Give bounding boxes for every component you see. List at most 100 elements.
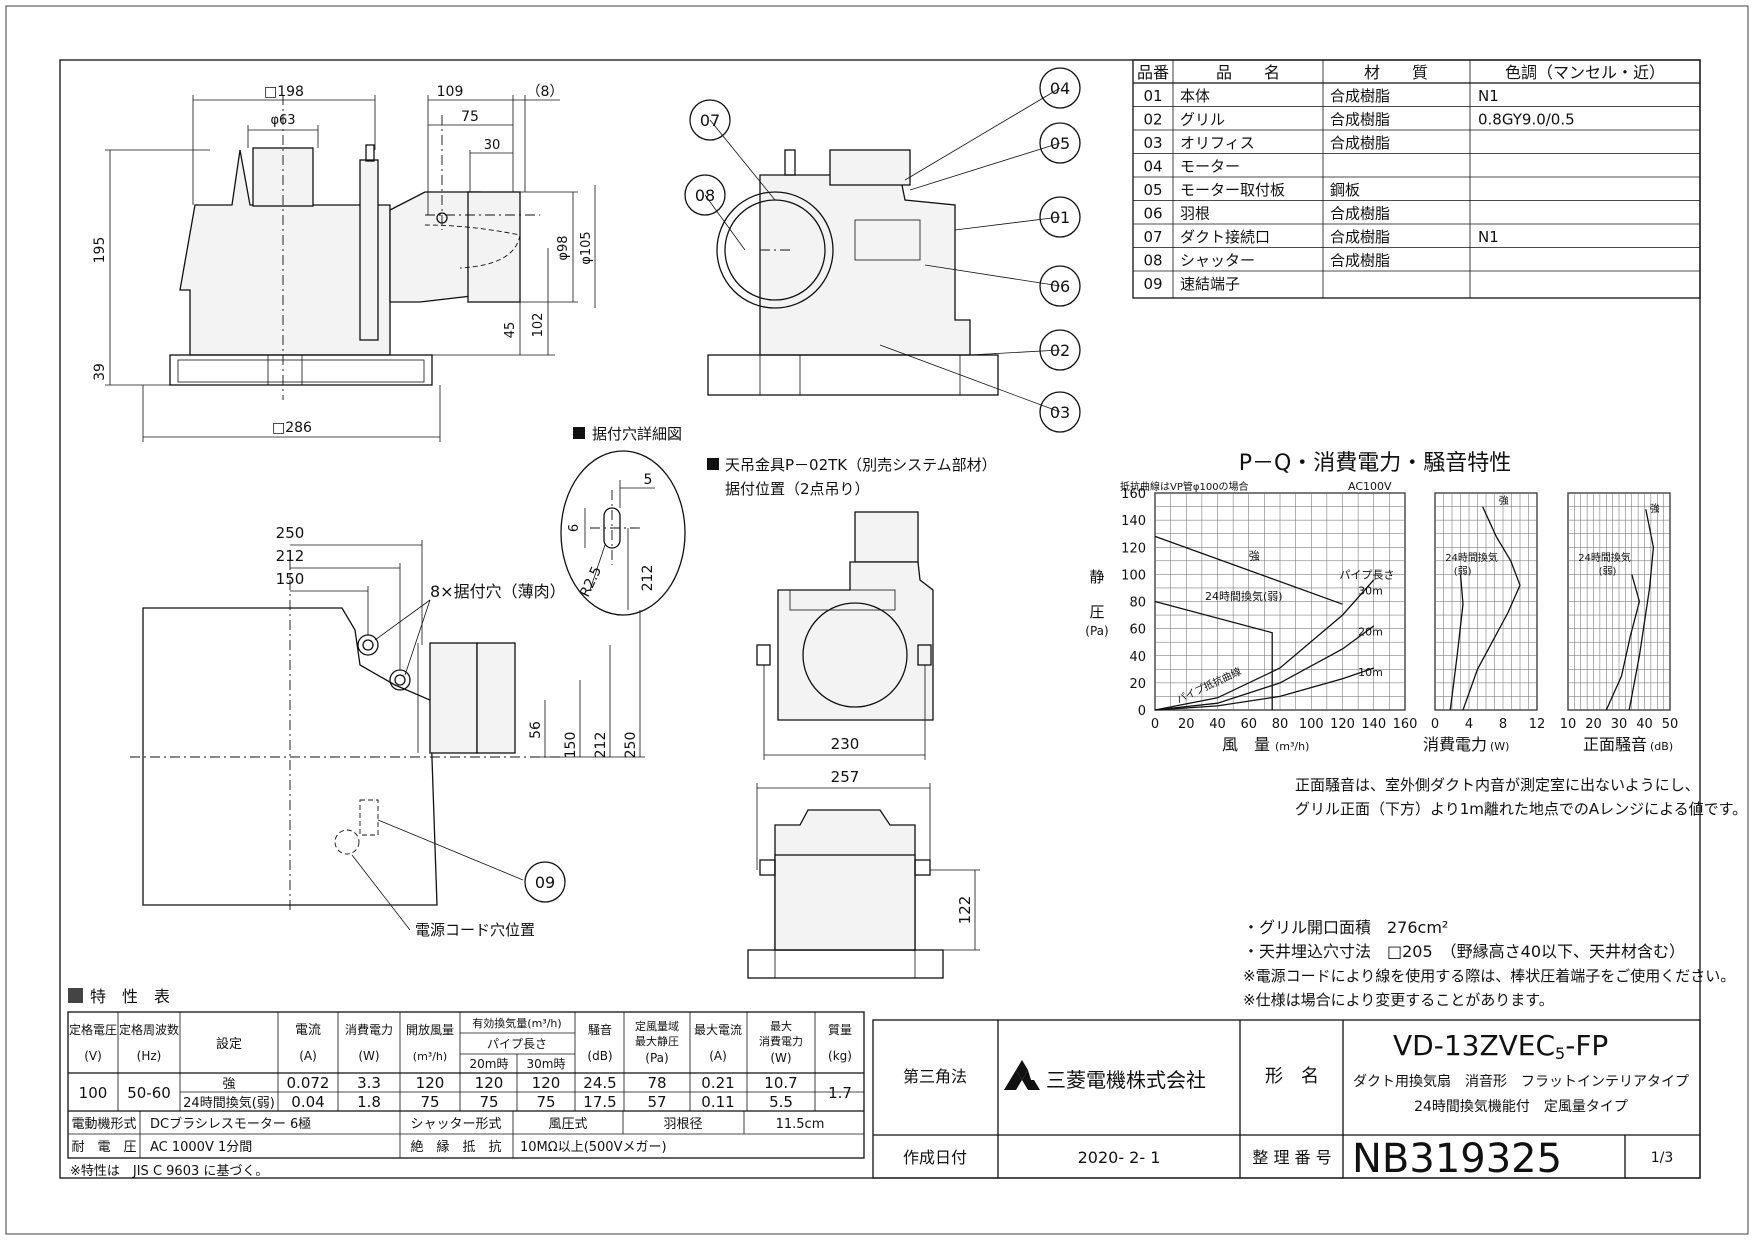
tb-model: VD-13ZVEC5-FP xyxy=(1393,1029,1608,1063)
spec-row2-cell-0: 24時間換気(弱) xyxy=(183,1095,275,1111)
spec-h-power-u: (W) xyxy=(358,1049,379,1063)
dim-109: 109 xyxy=(437,84,464,100)
note-noise-2: グリル正面（下方）より1m離れた地点でのAレンジによる値です。 xyxy=(1295,800,1747,818)
spec-h-freq: 定格周波数 xyxy=(119,1022,179,1037)
y-tick: 100 xyxy=(1121,568,1146,583)
dim-195: 195 xyxy=(92,237,108,264)
parts-cell-0-0: 01 xyxy=(1143,87,1162,105)
spec-title: 特 性 表 xyxy=(90,987,170,1006)
parts-cell-6-1: ダクト接続口 xyxy=(1180,228,1270,246)
spec-h-noise: 騒音 xyxy=(588,1022,612,1037)
spec-shutter-label: シャッター形式 xyxy=(410,1117,501,1132)
spec-row1-cell-9: 10.7 xyxy=(764,1074,797,1092)
note-1: ・グリル開口面積 276cm² xyxy=(1243,918,1448,937)
y-tick: 0 xyxy=(1138,704,1146,719)
top-dim-250: 250 xyxy=(276,524,305,542)
top-dim-v212: 212 xyxy=(593,732,609,759)
spec-row1-cell-3: 120 xyxy=(416,1074,445,1092)
callout-label-4: 01 xyxy=(1050,208,1070,227)
callout-leader xyxy=(709,119,776,201)
pq-curve-0 xyxy=(1154,535,1343,605)
spec-shutter-value: 風圧式 xyxy=(548,1117,587,1132)
outer-border xyxy=(5,5,1749,1235)
top-duct xyxy=(429,642,478,754)
top-dim-212: 212 xyxy=(276,547,305,565)
callout-circle xyxy=(1039,265,1081,307)
callout-leader xyxy=(954,216,1061,231)
spec-row1-cell-2: 3.3 xyxy=(357,1074,381,1092)
side-motor xyxy=(829,149,911,186)
spec-h-maxcur: 最大電流 xyxy=(694,1023,742,1037)
spec-row2-cell-4: 75 xyxy=(479,1093,498,1111)
spec-voltage: 100 xyxy=(79,1084,108,1102)
hanger-views: 天吊金具P－02TK（別売システム部材） 据付位置（2点吊り） 230 257 … xyxy=(707,456,997,979)
callout-circle xyxy=(1039,391,1081,433)
spec-row1-cell-4: 120 xyxy=(475,1074,504,1092)
spec-h-setting: 設定 xyxy=(216,1036,242,1052)
parts-cell-4-0: 05 xyxy=(1143,181,1162,199)
parts-header-name: 品 名 xyxy=(1216,63,1280,82)
spec-h-maxcur-u: (A) xyxy=(709,1049,727,1063)
power-label-24h-a: 24時間換気 xyxy=(1445,551,1498,564)
parts-cell-7-0: 08 xyxy=(1143,252,1162,270)
spec-row2-cell-5: 75 xyxy=(536,1093,555,1111)
tb-projection: 第三角法 xyxy=(903,1067,967,1086)
callout-circle xyxy=(1039,67,1081,109)
spec-freq: 50-60 xyxy=(127,1084,171,1102)
x-tick-q: 100 xyxy=(1299,717,1324,732)
x-tick-db: 50 xyxy=(1662,717,1679,732)
spec-row2-cell-7: 57 xyxy=(647,1093,666,1111)
power-curve-0 xyxy=(1462,506,1521,711)
parts-cell-0-1: 本体 xyxy=(1180,87,1210,105)
hanger-subtitle: 据付位置（2点吊り） xyxy=(725,480,870,498)
dim-8: （8） xyxy=(527,84,564,100)
callout-leader xyxy=(969,349,1061,356)
parts-cell-8-0: 09 xyxy=(1143,275,1162,293)
x-tick-q: 160 xyxy=(1393,717,1418,732)
front-grille xyxy=(169,354,433,386)
pq-xunit-db: (dB) xyxy=(1650,740,1673,753)
parts-cell-1-1: グリル xyxy=(1180,111,1225,129)
spec-h-mass-u: (kg) xyxy=(828,1049,852,1063)
spec-row2-cell-2: 1.8 xyxy=(357,1093,381,1111)
parts-cell-5-2: 合成樹脂 xyxy=(1330,205,1390,223)
parts-cell-0-2: 合成樹脂 xyxy=(1330,87,1390,105)
parts-cell-6-2: 合成樹脂 xyxy=(1330,228,1390,246)
spec-row2-cell-3: 75 xyxy=(420,1093,439,1111)
pq-section: P－Q・消費電力・騒音特性 抵抗曲線はVP管φ100の場合 AC100V 静 圧… xyxy=(1085,451,1678,754)
spec-row1-cell-8: 0.21 xyxy=(701,1074,734,1092)
detail-d6: 6 xyxy=(567,524,582,532)
dim-39: 39 xyxy=(92,363,108,381)
x-tick-db: 20 xyxy=(1585,717,1602,732)
spec-h-open-u: (m³/h) xyxy=(413,1050,447,1063)
parts-cell-5-0: 06 xyxy=(1143,205,1162,223)
hanger-d257: 257 xyxy=(831,768,860,786)
callout-label-3: 05 xyxy=(1050,134,1070,153)
spec-insul-label: 絶 縁 抵 抗 xyxy=(410,1139,501,1155)
cord-hole-label: 電源コード穴位置 xyxy=(415,921,535,939)
detail-d5: 5 xyxy=(644,472,653,488)
spec-h-maxpow-1: 最大 xyxy=(770,1019,792,1033)
callout-label-0: 07 xyxy=(700,111,720,130)
parts-cell-1-3: 0.8GY9.0/0.5 xyxy=(1478,111,1575,129)
y-tick: 20 xyxy=(1129,677,1146,692)
side-view xyxy=(707,149,999,396)
callout-label-7: 03 xyxy=(1050,403,1070,422)
top-dim-v250: 250 xyxy=(623,732,639,759)
spec-row1-cell-1: 0.072 xyxy=(287,1074,330,1092)
spec-h-noise-u: (dB) xyxy=(587,1049,612,1063)
pq-curve-4 xyxy=(1154,667,1375,711)
x-tick-q: 60 xyxy=(1240,717,1257,732)
parts-cell-4-1: モーター取付板 xyxy=(1180,181,1285,199)
parts-cell-2-0: 03 xyxy=(1143,134,1162,152)
label-pipe: パイプ長さ xyxy=(1339,568,1394,581)
title-block: 第三角法 三菱電機株式会社 形 名 VD-13ZVEC5-FP ダクト用換気扇 … xyxy=(872,1019,1701,1182)
spec-row1-cell-5: 120 xyxy=(532,1074,561,1092)
y-tick: 40 xyxy=(1129,650,1146,665)
spec-h-static-1: 定風量域 xyxy=(635,1019,679,1033)
pq-title: P－Q・消費電力・騒音特性 xyxy=(1239,451,1512,476)
y-tick: 140 xyxy=(1121,514,1146,529)
tb-date-label: 作成日付 xyxy=(903,1148,967,1167)
